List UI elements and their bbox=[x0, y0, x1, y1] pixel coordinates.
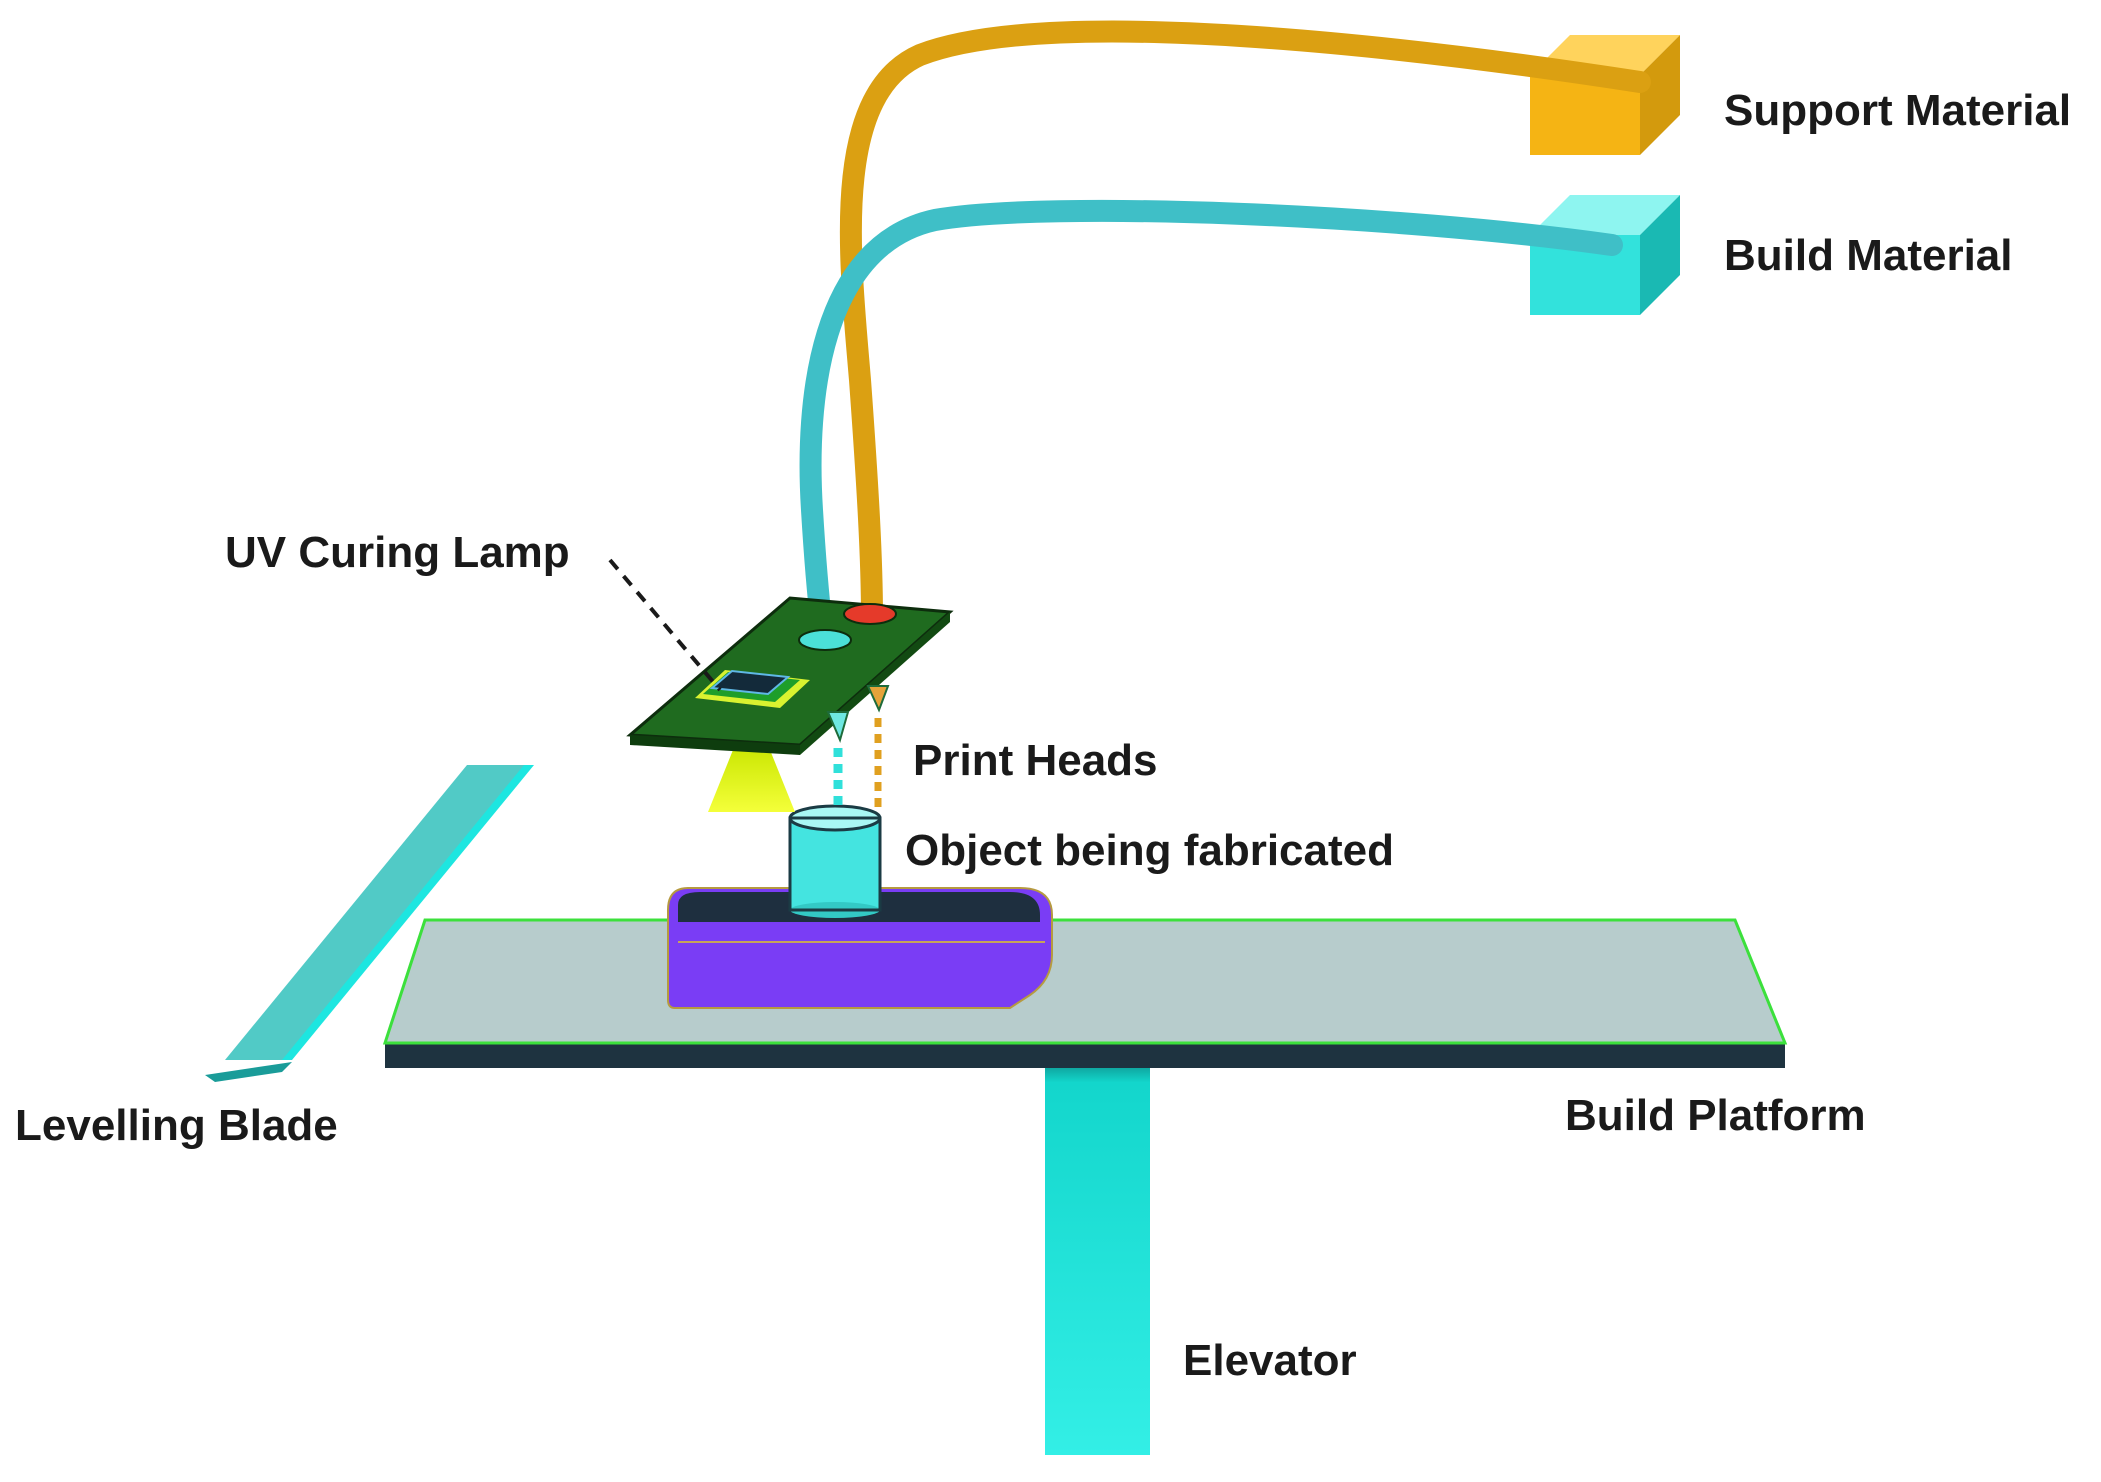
label-build-material: Build Material bbox=[1724, 231, 2013, 280]
label-print-heads: Print Heads bbox=[913, 736, 1158, 785]
build-material-tube bbox=[799, 199, 1623, 641]
fabricated-object bbox=[788, 804, 882, 918]
uv-light-beam bbox=[708, 745, 795, 812]
uv-lamp-leader-line bbox=[608, 558, 722, 692]
label-build-platform: Build Platform bbox=[1565, 1091, 1866, 1140]
print-head-board bbox=[626, 596, 954, 755]
label-levelling-blade: Levelling Blade bbox=[15, 1101, 338, 1150]
support-port bbox=[843, 603, 897, 625]
label-uv-curing-lamp: UV Curing Lamp bbox=[225, 528, 570, 577]
build-port bbox=[798, 629, 852, 651]
build-nozzle bbox=[826, 711, 850, 743]
elevator bbox=[1045, 1050, 1150, 1455]
label-object-being-fabricated: Object being fabricated bbox=[905, 826, 1394, 875]
levelling-blade bbox=[205, 765, 534, 1082]
label-elevator: Elevator bbox=[1183, 1336, 1357, 1385]
support-nozzle bbox=[866, 685, 890, 713]
label-support-material: Support Material bbox=[1724, 86, 2071, 135]
build-platform bbox=[382, 918, 1788, 1068]
uv-lamp-module bbox=[695, 669, 810, 708]
support-material-cube bbox=[1530, 35, 1680, 155]
support-material-tube bbox=[839, 20, 1651, 629]
